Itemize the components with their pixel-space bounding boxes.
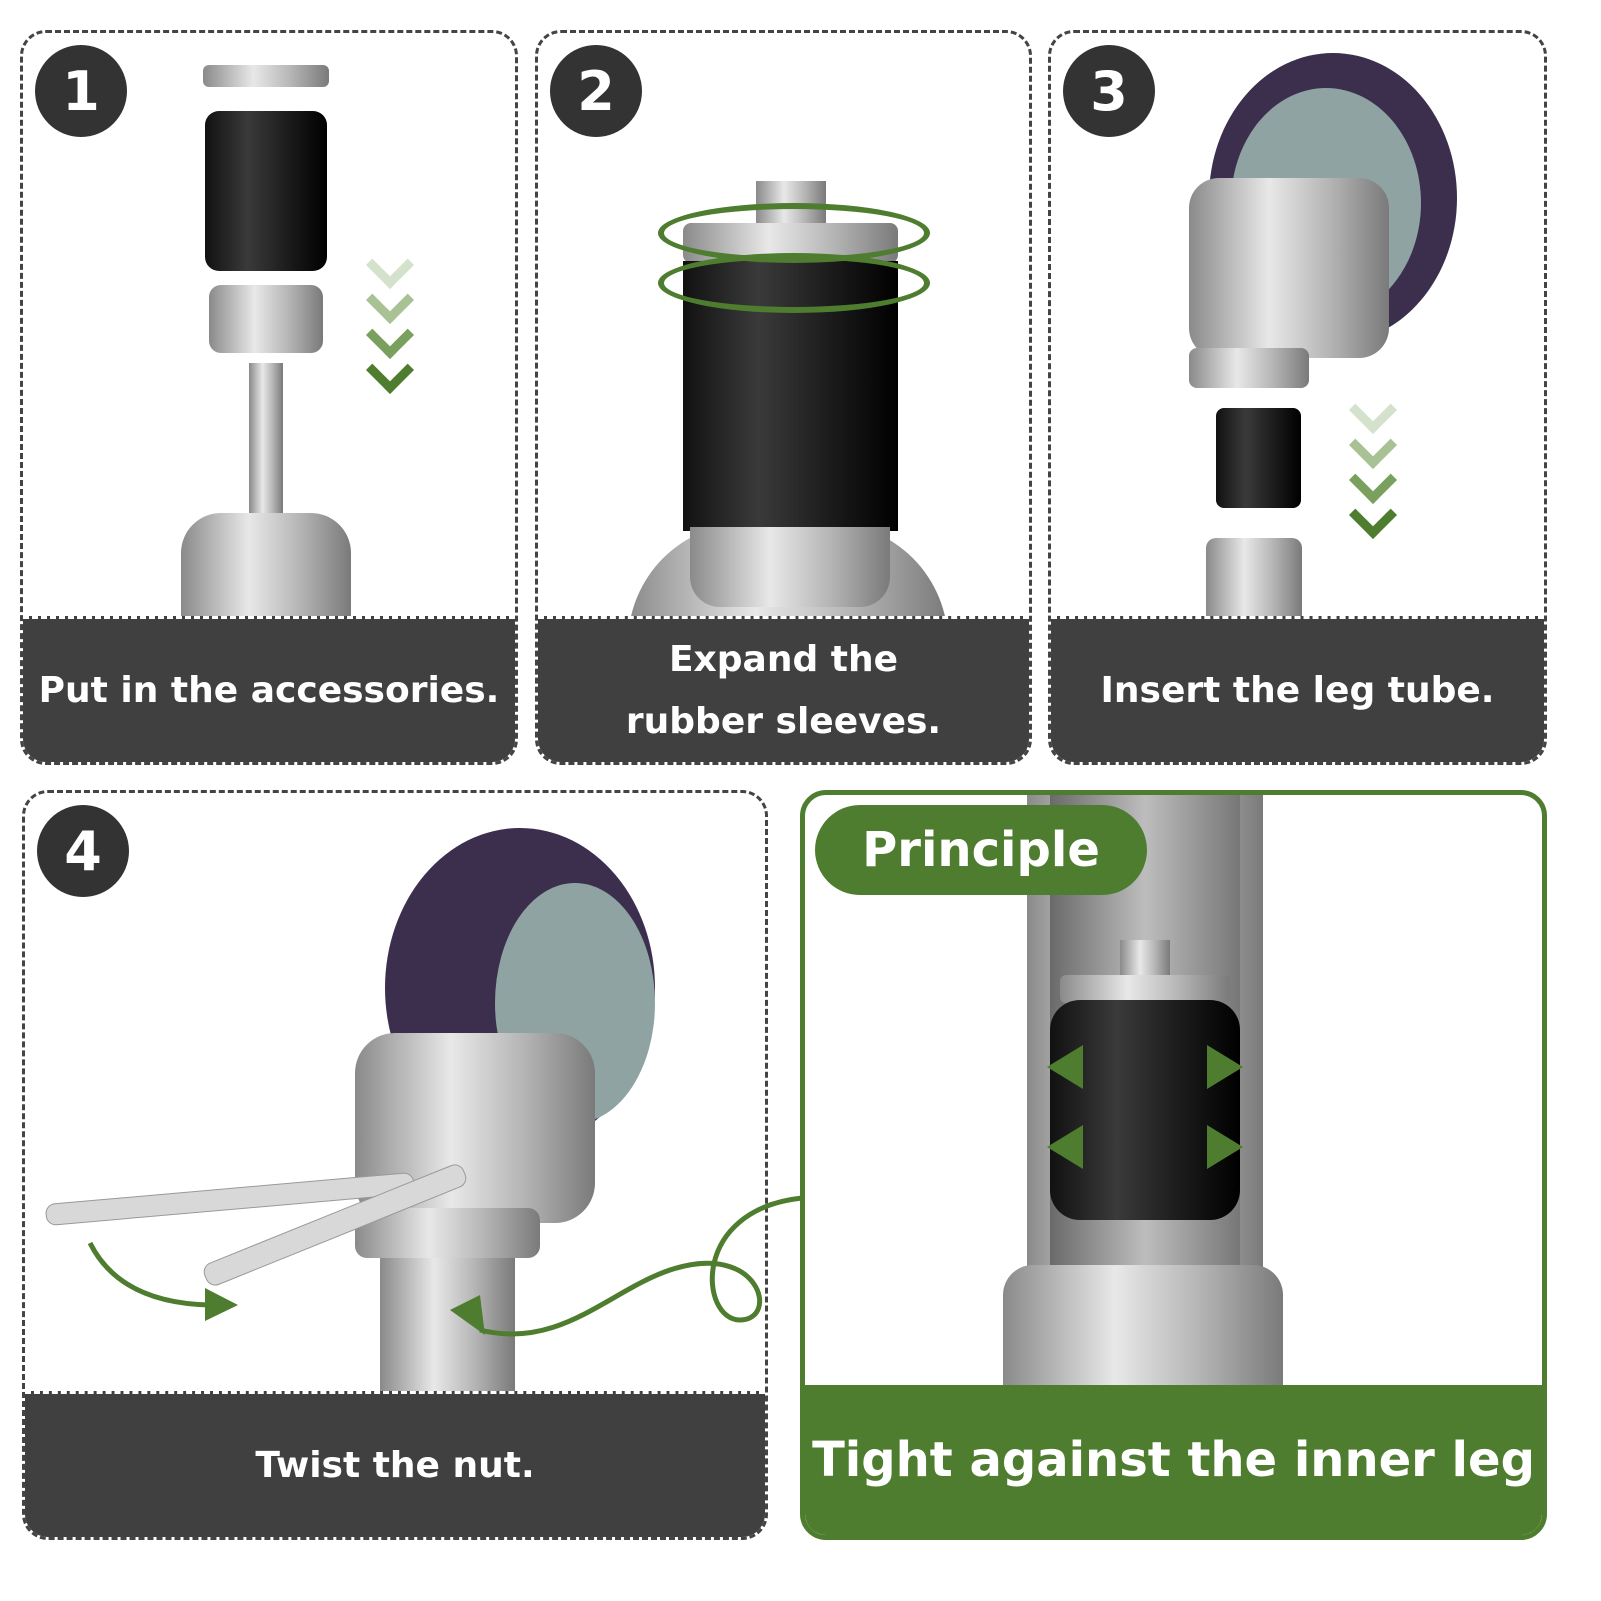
step-1-panel: 1 Put in the accessories. (20, 30, 518, 765)
expand-right-arrow-icon (1207, 1045, 1243, 1089)
knurled-nut (203, 65, 329, 87)
chevron-down-icon (365, 345, 415, 395)
step-caption: Insert the leg tube. (1051, 616, 1544, 762)
spacer-ring (209, 285, 323, 353)
caster-base (1003, 1265, 1283, 1395)
rotation-arrow-icon (658, 253, 930, 313)
step-number-badge: 1 (35, 45, 127, 137)
expand-right-arrow-icon (1207, 1125, 1243, 1169)
swivel-ring (1189, 348, 1309, 388)
rubber-sleeve (1216, 408, 1301, 508)
threaded-stud (1120, 940, 1170, 980)
rubber-sleeve (205, 111, 327, 271)
step-4-panel: 4 Twist the nut. (22, 790, 768, 1540)
principle-label: Principle (815, 805, 1147, 895)
expanded-rubber-sleeve (1050, 1000, 1240, 1220)
chevron-down-icon (1348, 490, 1398, 540)
caster-bracket (1189, 178, 1389, 358)
step-number-badge: 4 (37, 805, 129, 897)
step-caption: Twist the nut. (25, 1391, 765, 1537)
connector-arrow-icon (450, 1195, 803, 1337)
knurled-nut (1060, 975, 1230, 1003)
sleeve-base (690, 527, 890, 607)
step-number-badge: 2 (550, 45, 642, 137)
step-number-badge: 3 (1063, 45, 1155, 137)
step-caption: Put in the accessories. (23, 616, 515, 762)
principle-panel: Principle Tight against the inner leg (800, 790, 1547, 1540)
twist-arrow-icon (87, 1241, 238, 1321)
expand-left-arrow-icon (1047, 1045, 1083, 1089)
step-3-panel: 3 Insert the leg tube. (1048, 30, 1547, 765)
expand-left-arrow-icon (1047, 1125, 1083, 1169)
principle-caption: Tight against the inner leg (805, 1385, 1542, 1535)
